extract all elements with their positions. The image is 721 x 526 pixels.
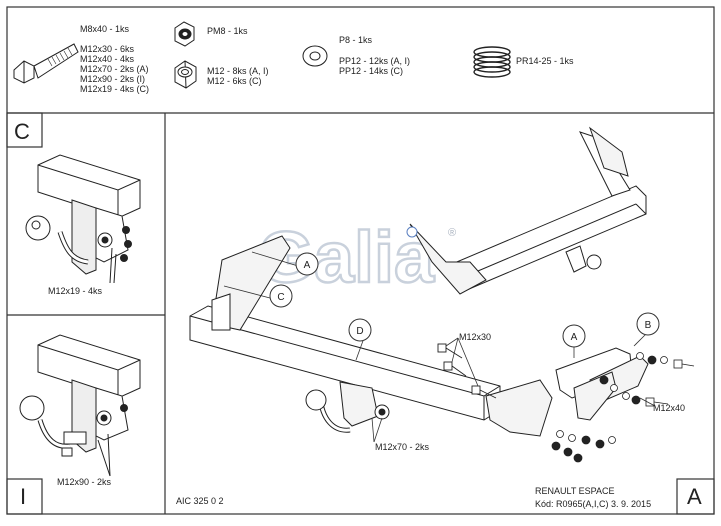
variant-c-box [6, 112, 43, 148]
variant-i-box [6, 478, 43, 515]
nut-m12-icon [174, 60, 197, 89]
drawing-code: AIC 325 0 2 [176, 496, 224, 506]
washer-pp12-line-2: PP12 - 14ks (C) [339, 66, 404, 76]
spring-label: PR14-25 - 1ks [516, 56, 574, 66]
leader-lines [223, 251, 656, 443]
washer-pp12-line-1: PP12 - 12ks (A, I) [339, 56, 411, 66]
washer-p8-label: P8 - 1ks [339, 35, 373, 45]
main-view-letter: A [687, 484, 702, 509]
bolt-m8-label: M8x40 - 1ks [80, 24, 130, 34]
main-assembly-drawing [189, 126, 695, 463]
callout-c-circle [269, 284, 293, 308]
spring-icon [473, 46, 511, 78]
nut-pm8-label: PM8 - 1ks [207, 26, 248, 36]
m12x30-label: M12x30 [459, 332, 492, 342]
callout-a2-letter: A [571, 332, 578, 343]
callout-d-letter: D [356, 326, 363, 337]
nut-m12-line-2: M12 - 6ks (C) [207, 76, 262, 86]
main-view-box [676, 478, 715, 515]
vehicle-name: RENAULT ESPACE [535, 486, 615, 496]
callout-b-circle [636, 312, 660, 336]
variant-c-bolt-callout: M12x19 - 4ks [48, 286, 103, 296]
variant-c-drawing [25, 154, 141, 284]
variant-i-bolt-callout: M12x90 - 2ks [57, 477, 112, 487]
bolt-m12-line-3: M12x70 - 2ks (A) [80, 64, 149, 74]
variant-i-letter: I [20, 484, 27, 509]
nut-pm8-icon [174, 21, 195, 47]
callout-a2-circle [562, 324, 586, 348]
bolt-m12-line-5: M12x19 - 4ks (C) [80, 84, 150, 94]
callout-a-circle [295, 252, 319, 276]
galia-logo: Galia [258, 218, 435, 298]
bolt-icon [13, 43, 79, 84]
callout-a-letter: A [304, 260, 311, 271]
sheet-frame [6, 6, 715, 515]
m12x40-label: M12x40 [653, 403, 686, 413]
bolt-m12-line-1: M12x30 - 6ks [80, 44, 135, 54]
variant-i-drawing [19, 334, 141, 477]
washer-p8-icon [302, 45, 328, 67]
registered-mark: ® [448, 227, 456, 239]
variant-c-letter: C [14, 119, 30, 144]
callout-b-letter: B [645, 320, 652, 331]
callout-c-letter: C [277, 292, 284, 303]
kod-line: Kód: R0965(A,I,C) 3. 9. 2015 [535, 499, 652, 509]
m12x70-label: M12x70 - 2ks [375, 442, 430, 452]
bolt-m12-line-4: M12x90 - 2ks (I) [80, 74, 146, 84]
bolt-m12-line-2: M12x40 - 4ks [80, 54, 135, 64]
nut-m12-line-1: M12 - 8ks (A, I) [207, 66, 269, 76]
callout-d-circle [348, 318, 372, 342]
